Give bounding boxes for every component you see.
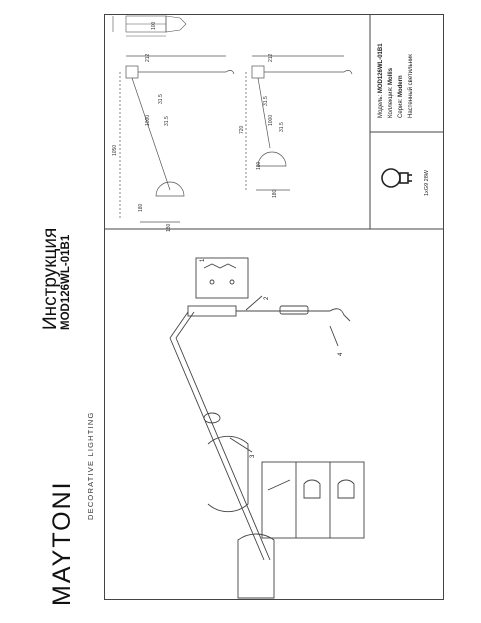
- bulb-spec: 1xG9 28W: [424, 170, 430, 196]
- step-2: 2: [264, 296, 270, 300]
- spec-row-series: Серия: Modern: [398, 75, 404, 118]
- step-3: 3: [250, 454, 256, 458]
- spec-row-collection: Коллекция: Mollis: [388, 67, 394, 118]
- dim-top-view: 100: [151, 21, 157, 30]
- side-view-right: [245, 55, 353, 191]
- dim-right-angle-a: 31.5: [263, 96, 269, 106]
- dim-right-180: 180: [256, 161, 262, 170]
- dim-left-180: 180: [138, 203, 144, 212]
- dim-right-720: 720: [239, 125, 245, 134]
- step-4: 4: [338, 352, 344, 356]
- assembly-drawing: [169, 257, 365, 599]
- dim-right-212: 212: [268, 53, 274, 62]
- page-frame: [104, 14, 444, 600]
- spec-row-type: Настенный светильник: [408, 54, 414, 118]
- side-view-left: [119, 55, 235, 223]
- dim-left-angle-b: 31.5: [164, 116, 170, 126]
- dim-left-angle-a: 31.5: [158, 94, 164, 104]
- dim-right-180b: 180: [272, 189, 278, 198]
- dim-right-angle-b: 31.5: [279, 122, 285, 132]
- bulb-icon: [381, 168, 412, 188]
- dim-left-212: 212: [145, 53, 151, 62]
- dim-left-1050: 1050: [112, 144, 118, 156]
- dim-left-180b: 180: [166, 223, 172, 232]
- step-1: 1: [200, 258, 206, 262]
- dim-right-1000: 1000: [268, 114, 274, 126]
- dim-left-1000: 1000: [145, 114, 151, 126]
- spec-row-model: Модель: MOD126WL-01B1: [378, 43, 384, 118]
- top-view-drawing: [112, 15, 187, 37]
